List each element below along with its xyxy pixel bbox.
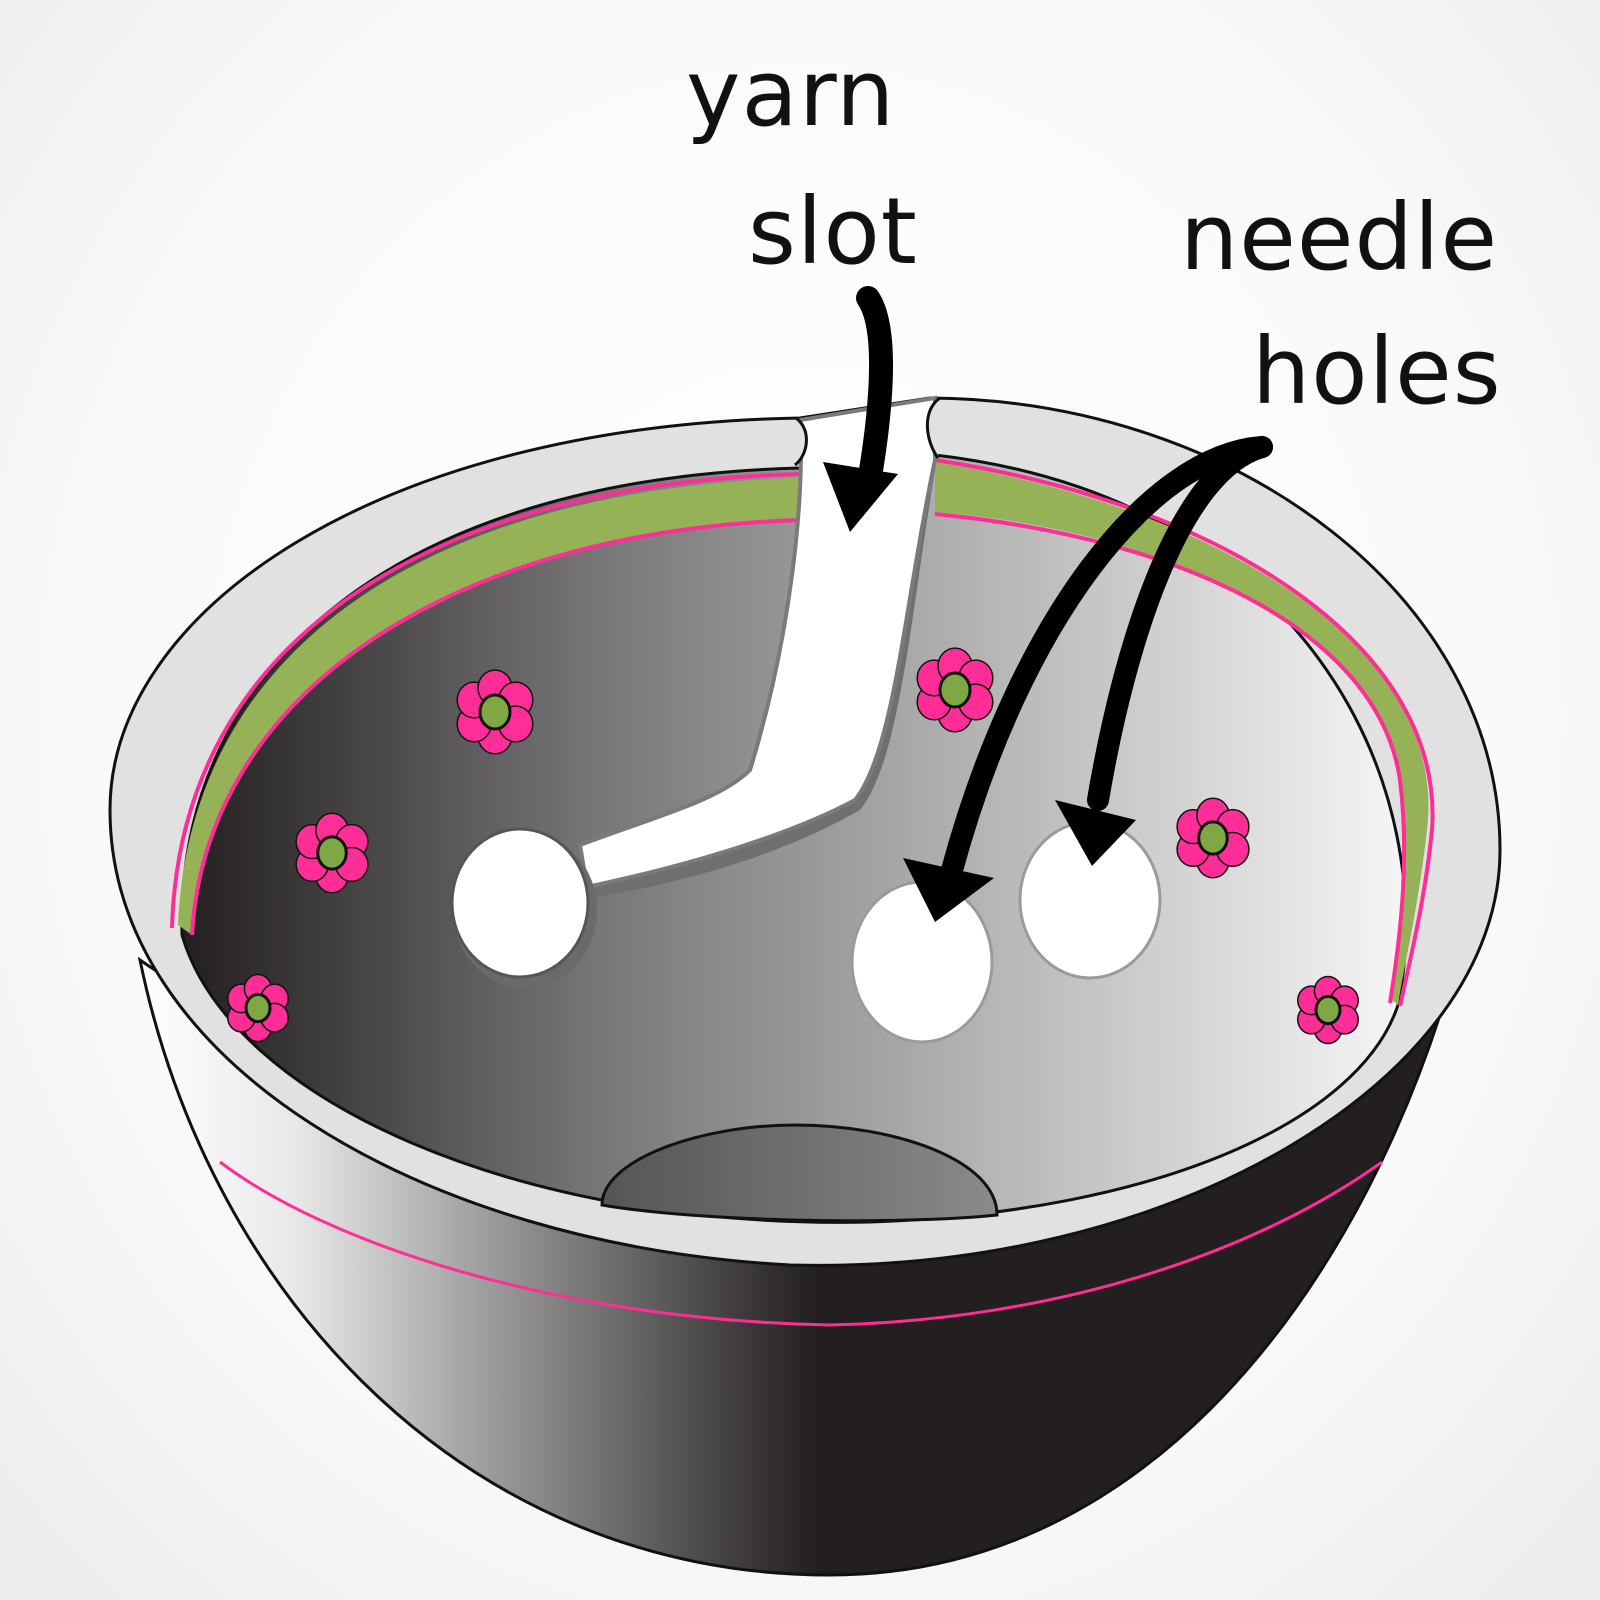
outer-pink-band <box>219 1160 1383 1327</box>
yarn-slot-label-line2: slot <box>748 178 918 285</box>
pink-line-left-top <box>170 472 801 929</box>
slot-rim-right <box>925 396 941 459</box>
pink-line-right-bottom <box>934 512 1407 1004</box>
slot-end-hole <box>450 827 597 988</box>
needle-holes-label-line2: holes <box>1252 318 1502 425</box>
needle-hole-left <box>850 880 994 1044</box>
green-band-right <box>935 462 1429 1005</box>
bowl-bottom-opening <box>600 1123 999 1223</box>
flower-5 <box>227 973 289 1043</box>
yarn-slot-arrow <box>823 286 898 532</box>
slot-rim-left <box>793 416 808 467</box>
flower-1 <box>456 669 534 755</box>
flower-3 <box>916 647 994 733</box>
needle-hole-arrow-right <box>1055 436 1273 866</box>
flower-2 <box>295 812 369 894</box>
needle-hole-arrow-left <box>903 436 1273 922</box>
yarn-slot-label-line1: yarn <box>686 40 896 147</box>
green-band-left <box>178 478 800 935</box>
flower-4 <box>1176 797 1250 879</box>
flower-6 <box>1297 975 1359 1045</box>
pink-line-left-bottom <box>190 518 801 936</box>
flower-decorations <box>227 647 1359 1045</box>
needle-holes-label-line1: needle <box>1180 184 1499 291</box>
